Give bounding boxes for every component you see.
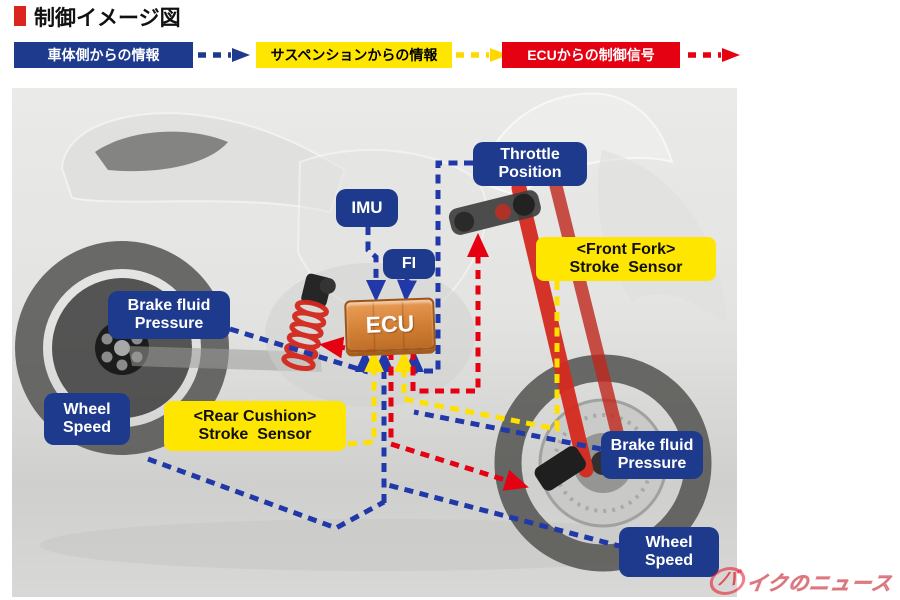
line-ecu-to-front-brake: [388, 351, 529, 491]
label-imu: IMU: [336, 189, 398, 227]
legend-arrow-yellow-icon: [456, 48, 508, 62]
line-front-brake-to-ecu: [413, 409, 602, 452]
label-fi: FI: [383, 249, 435, 279]
line-rear-wheelspeed-to-ecu: [147, 456, 386, 531]
seat: [95, 131, 228, 172]
line-imu-to-ecu: [365, 226, 386, 302]
line-ecu-to-throttle: [410, 232, 489, 394]
watermark-logo-icon: バ: [707, 567, 749, 595]
front-brake-caliper: [534, 446, 586, 491]
site-watermark: バ イクのニュース: [707, 566, 895, 596]
throttle-body: [448, 190, 541, 235]
legend-suspension-info: サスペンションからの情報: [256, 42, 452, 68]
rear-cushion-red: [281, 273, 336, 372]
line-throttle-to-ecu: [404, 160, 473, 374]
legend-vehicle-info: 車体側からの情報: [14, 42, 193, 68]
front-fork-red: [511, 180, 594, 478]
label-rear-cushion-stroke-sensor: <Rear Cushion>Stroke Sensor: [164, 401, 346, 451]
legend-arrow-blue-icon: [198, 48, 250, 62]
page-title: 制御イメージ図: [34, 7, 181, 30]
line-front-wheelspeed-to-ecu: [383, 481, 624, 550]
title-marker: [14, 6, 26, 26]
legend-arrow-red-icon: [688, 48, 740, 62]
legend-ecu-signal: ECUからの制御信号: [502, 42, 680, 68]
line-fi-to-ecu: [396, 278, 417, 302]
line-rear-cushion-sensor-to-ecu: [347, 350, 384, 447]
label-ecu: ECU: [344, 297, 436, 353]
label-front-fork-stroke-sensor: <Front Fork>Stroke Sensor: [536, 237, 716, 281]
line-front-fork-sensor-to-ecu: [394, 281, 560, 433]
